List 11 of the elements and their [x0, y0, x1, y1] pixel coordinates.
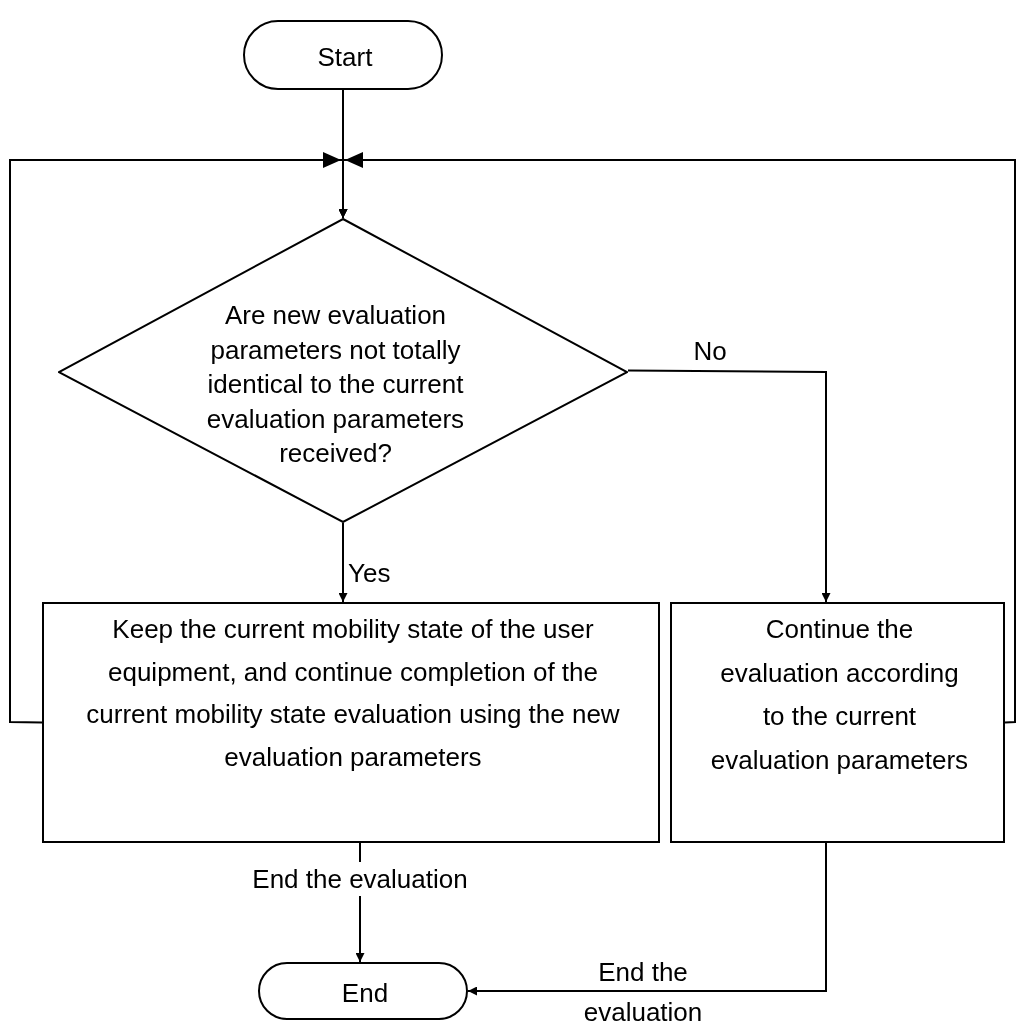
process-box — [670, 602, 1005, 843]
node-text: End — [340, 977, 390, 1010]
edge-label: No — [692, 335, 728, 368]
edge-label: Yes — [348, 557, 392, 590]
node-text: Are new evaluation parameters not totally identical to the current evaluation parameters received? — [205, 299, 466, 470]
edge-label: End the evaluation — [582, 956, 704, 1027]
process-box — [42, 602, 660, 843]
decision-diamond — [58, 218, 628, 523]
node-text: Start — [316, 41, 374, 74]
node-text: Continue the evaluation according to the current evaluation parameters — [710, 613, 969, 777]
node-text: Keep the current mobility state of the user equipment, and continue completion of the current mobility state evaluation using the new evaluation parameters — [85, 613, 621, 774]
